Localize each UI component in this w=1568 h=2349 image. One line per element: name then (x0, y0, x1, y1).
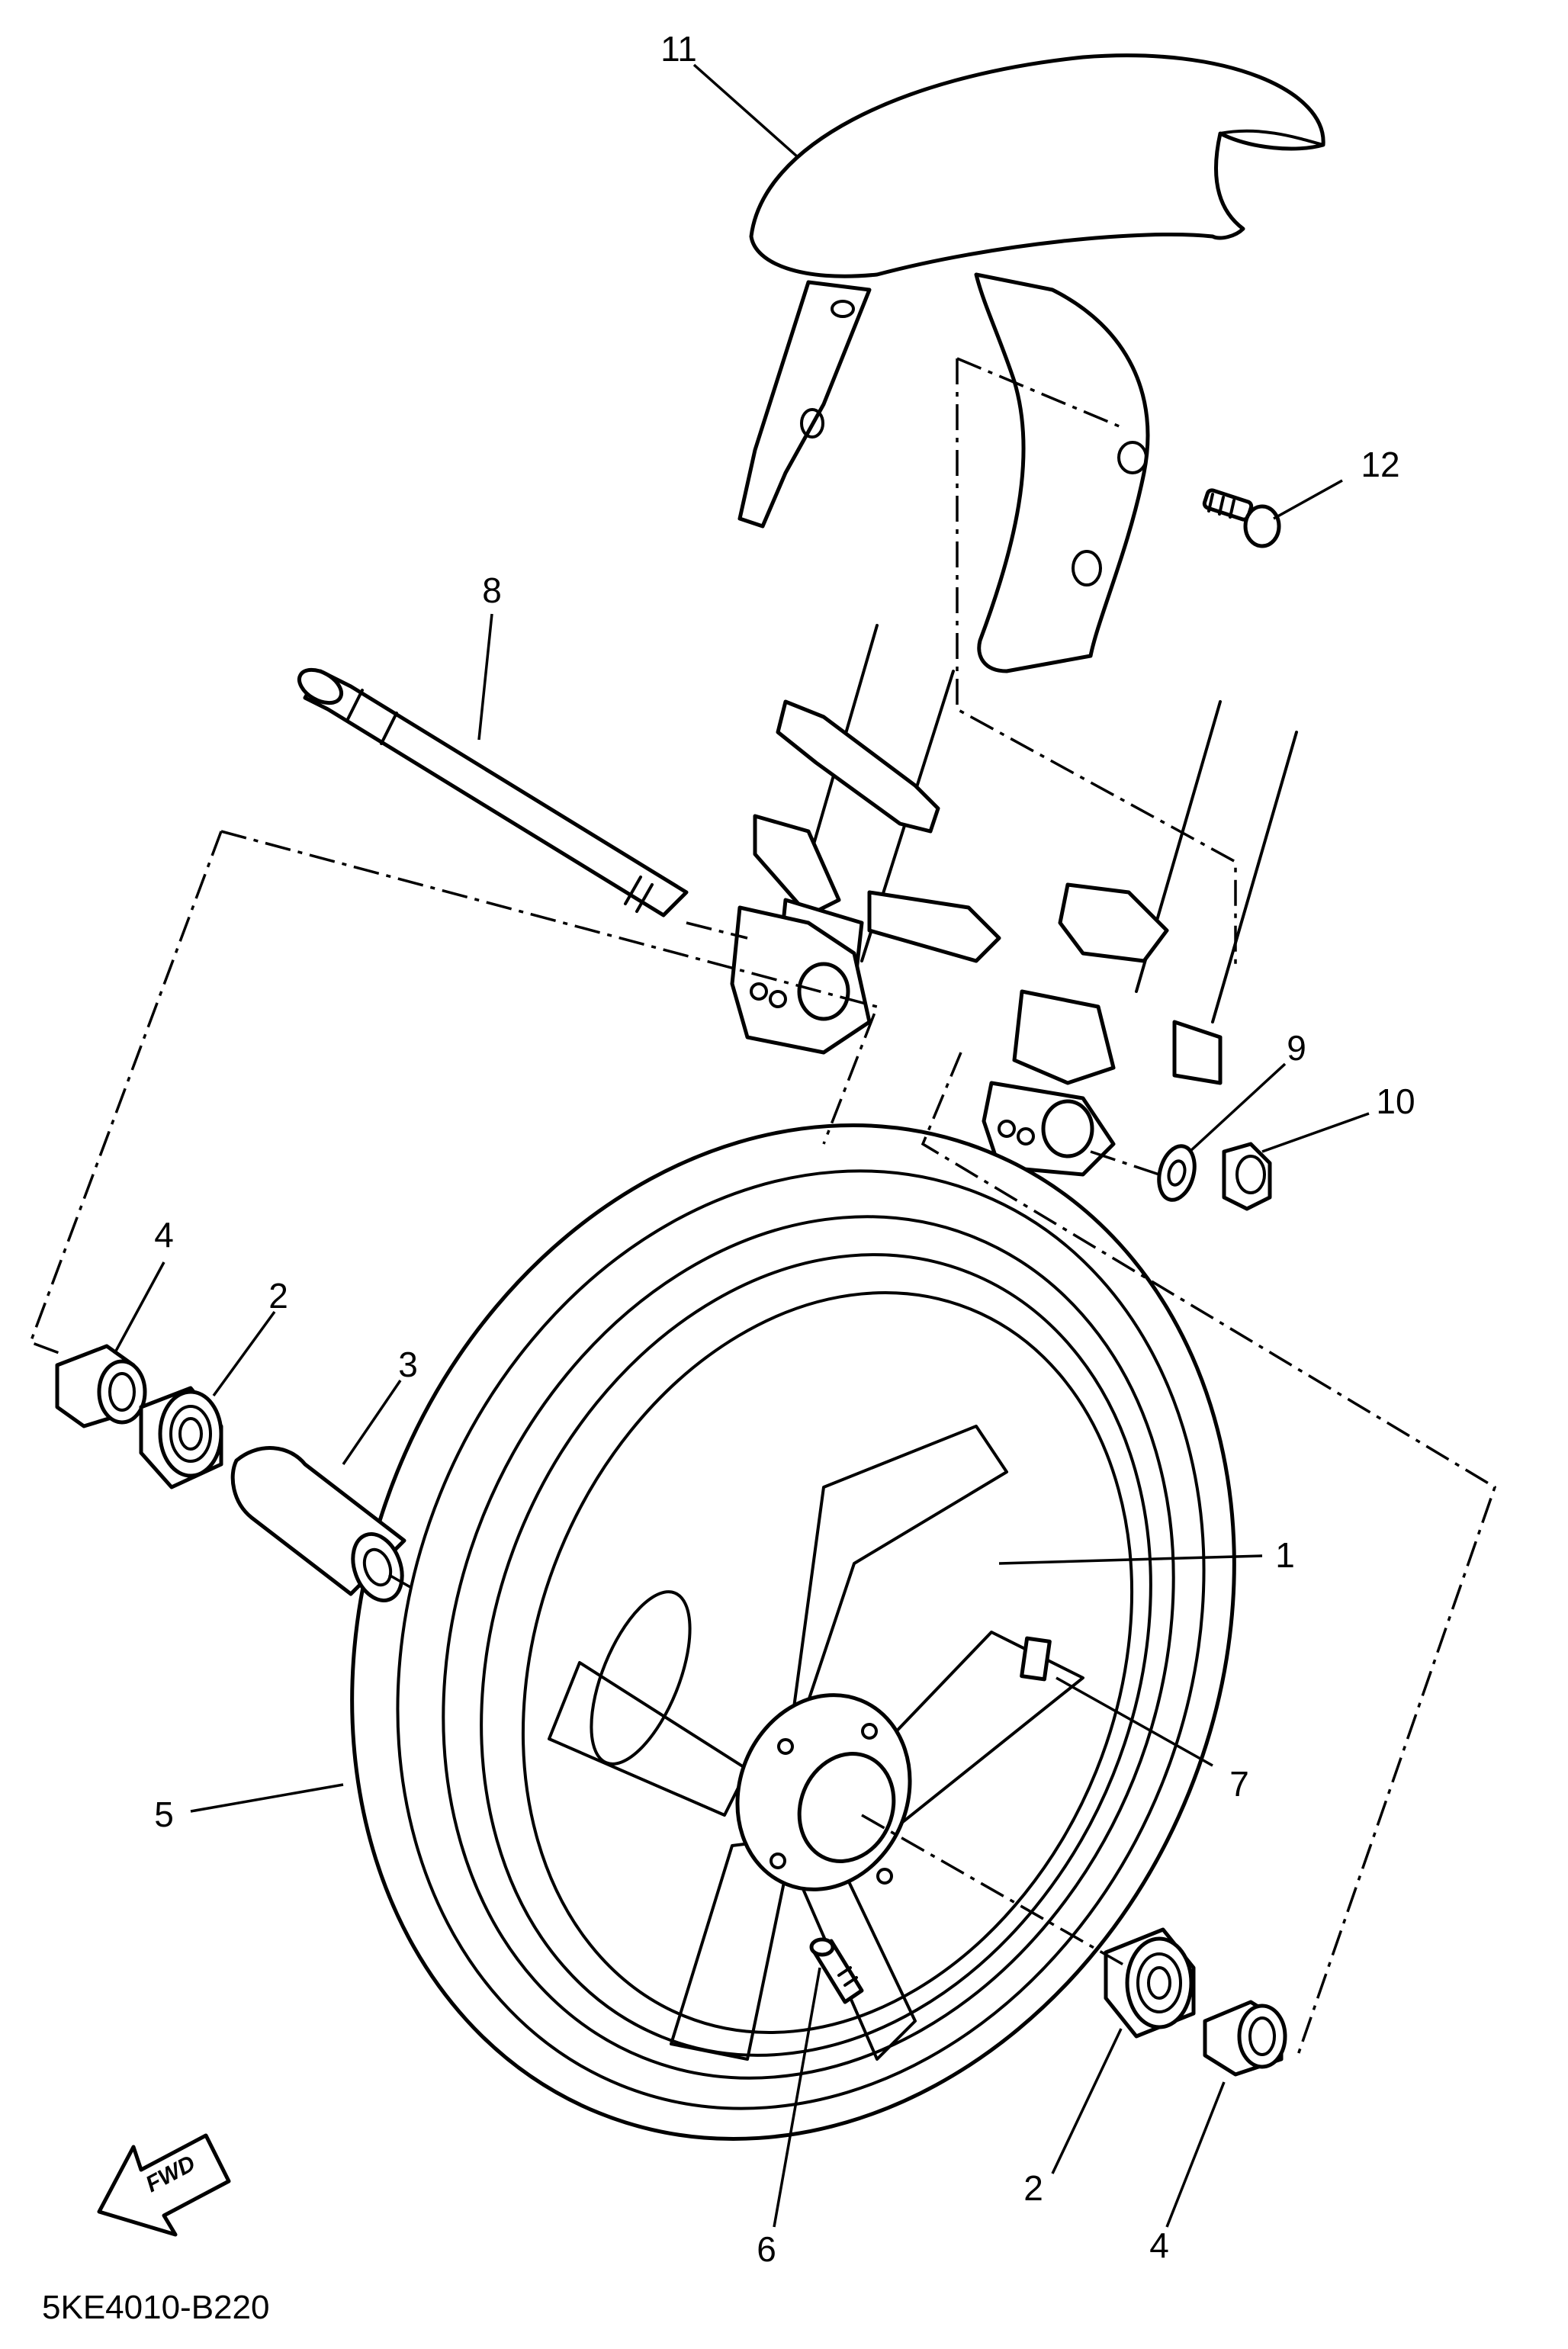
front-axle (297, 667, 689, 917)
callout-9: 9 (1287, 1028, 1306, 1068)
callout-8: 8 (482, 570, 502, 610)
fender-bolt (1202, 488, 1281, 548)
front-fender (737, 53, 1325, 673)
diagram-code: 5KE4010-B220 (42, 2289, 269, 2326)
left-collar (55, 1344, 147, 1428)
right-collar (1203, 2000, 1287, 2077)
callout-4-right: 4 (1149, 2225, 1169, 2265)
tire-valve (809, 1937, 864, 2004)
left-bearing (139, 1386, 223, 1489)
callout-4-left: 4 (154, 1215, 174, 1255)
axle-washer (1157, 1144, 1197, 1202)
callout-11: 11 (660, 29, 697, 69)
balance-weight (1020, 1636, 1052, 1682)
axle-nut (1222, 1142, 1272, 1211)
callout-7: 7 (1229, 1764, 1249, 1804)
callout-6: 6 (757, 2229, 776, 2269)
callout-12: 12 (1361, 445, 1399, 484)
callout-2-right: 2 (1023, 2168, 1043, 2208)
fwd-arrow-icon: FWD (97, 2133, 231, 2237)
front-forks (730, 624, 1298, 1177)
leader-lines (113, 63, 1370, 2228)
callout-10: 10 (1376, 1081, 1415, 1121)
callout-5: 5 (154, 1795, 174, 1834)
callout-3: 3 (398, 1345, 418, 1384)
assembly-lines (28, 357, 1497, 2060)
wheel-spacer (230, 1446, 406, 1603)
callout-1: 1 (1275, 1535, 1295, 1575)
callout-labels: 11 12 8 9 10 4 2 3 1 7 5 6 2 4 (154, 29, 1415, 2269)
right-bearing (1104, 1927, 1196, 2039)
callout-2-left: 2 (268, 1276, 288, 1316)
front-wheel (350, 1123, 1236, 2141)
